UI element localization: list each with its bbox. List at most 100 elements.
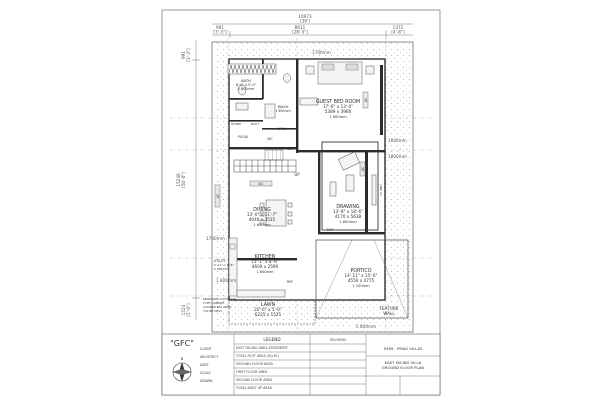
ac-tag-guest: AC [364,97,368,102]
dining-size-mm: 4040 x 3535 [249,217,276,222]
wash-offset: 1 600mm [275,109,290,113]
tag-store: STORE [231,122,241,126]
drawing-offset: 1 600mm [339,220,357,224]
guest-bed-furniture [299,61,375,106]
dim-left: 991 [216,25,224,30]
setback-hatch-top [212,42,413,59]
drawing-room-furniture [321,141,379,231]
kitchen-size-mm: 4600 x 2590 [252,264,279,269]
portico-size-ft: 14'-11" x 15'-6" [345,273,378,278]
dim-side-middle: 15240 [176,173,181,187]
ac-tag-dining: AC [259,182,264,186]
utility-label: UTILITY [214,259,226,263]
legend-row-1: TOTAL PLOT AREA (SQ.M.) [235,354,279,358]
north-arrow-icon [172,362,192,382]
dim-right: 1372 [393,25,404,30]
dim-side-middle-ft: [50'-0"] [181,172,186,188]
bath-size: 8'-0" x 5'-0" [236,83,257,87]
ac-tag-drawing: AC [361,166,365,171]
tag-wc: WC [267,137,273,141]
tb-client-label: CLIENT [200,347,213,351]
side-dimension-chain: 991 [3'-3"] 15240 [50'-0"] 1524 [5'-0"] [176,40,200,320]
offset-bottom-a: 1 800mm [216,278,236,283]
drawing-size-mm: 4170 x 5638 [335,214,362,219]
dim-center-ft: [28'-3"] [292,30,308,35]
offset-right-b: 1800mm [388,154,407,159]
dining-title: DINING [253,207,271,213]
dining-furniture [259,199,293,227]
store-note-line3: COOKER BAY AREA [203,305,232,309]
dim-center: 8611 [295,25,306,30]
store-note-line1: PROPOSED OUTDOOR [203,297,236,301]
offset-left: 1700mm [206,236,225,241]
setback-hatch-left [212,59,229,332]
gfc-stamp: "GFC" [170,339,194,348]
store-note-line4: (TO BE DEV.) [203,309,222,313]
tb-date-label: DATE [200,363,209,367]
drawing-title-line1: EAST FACING VILLA [385,360,422,365]
tb-drawn-label: DRAWN [200,379,213,383]
legend-row-4: SECOND FLOOR AREA [236,378,273,382]
legend-row-2: GROUND FLOOR AREA [236,362,274,366]
tag-walk: WALK [277,127,287,131]
dim-right-ft: [4'-6"] [391,30,405,35]
dim-side-top: 991 [181,51,186,59]
legend-title: LEGEND [263,337,280,342]
drawing-size-ft: 13'-8" x 18'-6" [333,209,363,214]
tag-pooja: POOJA [238,135,249,139]
kitchen-offset: 1 600mm [256,270,274,274]
tag-dn: DN [287,147,293,151]
lawn-size-mm: 6225 x 1525 [255,312,282,317]
dim-total: 10973 [298,14,312,19]
tb-scale-label: SCALE [200,371,211,375]
project-name: 5389 - PMAG VILLAS [384,346,423,351]
revision-header: REVISION [330,338,346,342]
ac-tag-left: AC [216,193,220,198]
dining-offset: 1 600mm [253,223,271,227]
portico-offset: 1 100mm [352,284,370,288]
dim-side-top-ft: [3'-3"] [186,48,191,62]
wash-label: WASH [278,105,289,109]
dim-side-bottom-ft: [5'-0"] [186,303,191,317]
kitchen-title: KITCHEN [255,254,276,260]
title-block [161,333,441,396]
dim-side-bottom: 1524 [181,304,186,315]
lawn-size-ft: 20'-6" x 5'-0" [254,307,282,312]
utility-size: 5'-11" x 8'-6" [214,263,234,267]
offset-right-a: 1000mm [388,138,407,143]
dim-total-ft: [36'] [300,19,310,24]
feature-wall-line2: WALL [383,311,395,316]
tag-duct: DUCT [251,122,260,126]
portico-area [315,239,409,319]
legend-row-3: FIRST FLOOR AREA [236,370,268,374]
drawing-title: DRAWING [336,204,360,210]
offset-top: 1700mm [312,50,331,55]
tb-architect-label: ARCHITECT [200,355,220,359]
offset-bottom-b: 2 800mm [356,324,376,329]
guest-bed-title: GUEST BED ROOM [316,99,360,105]
north-label: N [181,357,184,361]
interior-walls [229,59,385,261]
bath-label: BATH [241,79,251,83]
ac-tags: AC AC AC AC [214,91,369,208]
bathroom-fixtures [235,73,291,119]
drawing-title-line2: GROUND FLOOR PLAN [382,365,424,370]
top-dimension-chain: 10973 [36'] 991 [3'-3"] 8611 [28'-3"] 13… [212,14,413,38]
portico-title: PORTICO [350,268,371,274]
legend-row-0: EAST FACING AREA STATEMENT [236,346,289,350]
lawn-title: LAWN [261,302,276,308]
utility-offset: 1 600mm [214,267,229,271]
dim-left-ft: [3'-3"] [213,30,227,35]
legend-row-5: TOTAL BUILT UP AREA [235,386,273,390]
guest-bed-size-ft: 17'-6" x 13'-0" [323,104,353,109]
kitchen-counter [228,237,286,298]
setback-hatch-bottom [229,300,385,332]
kitchen-size-ft: 15'-1" x 8'-6" [251,259,279,264]
tag-tv-unit: TV UNIT [379,184,383,197]
guest-bed-size-mm: 5389 x 3966 [325,109,352,114]
top-jali-screen [227,63,277,75]
guest-bed-offset: 1 600mm [329,115,347,119]
portico-size-mm: 4550 x 4775 [348,278,375,283]
bath-offset: 1 600mm [238,87,255,91]
